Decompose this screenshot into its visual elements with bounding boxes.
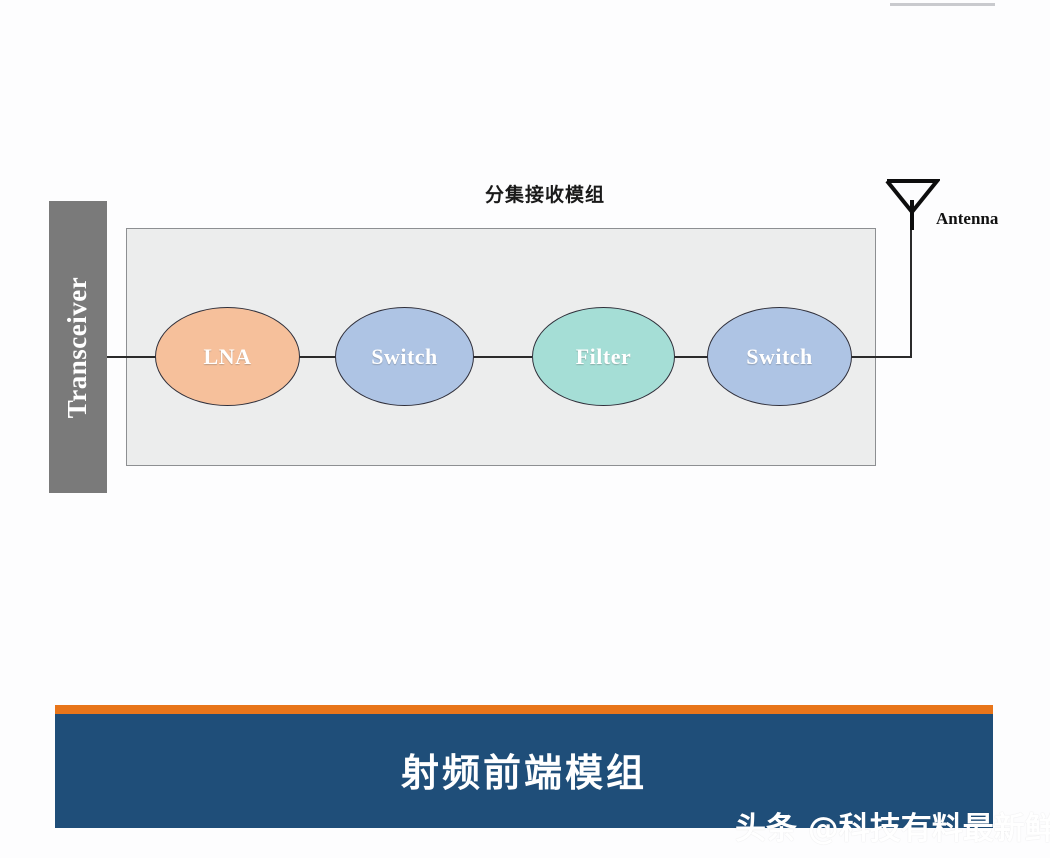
node-switch-2[interactable]: Switch <box>707 307 852 406</box>
node-filter-label: Filter <box>575 343 632 369</box>
module-title: 分集接收模组 <box>484 184 605 206</box>
top-edge-artifact <box>890 3 995 6</box>
transceiver-block: Transceiver <box>49 201 107 493</box>
wire-switch2-to-antenna-horizontal <box>850 356 912 358</box>
antenna-icon <box>884 178 942 230</box>
wire-antenna-riser <box>910 229 912 358</box>
antenna-label: Antenna <box>936 209 999 228</box>
banner-title: 射频前端模组 <box>400 751 647 795</box>
bottom-banner: 射频前端模组 <box>55 705 993 828</box>
node-switch-1[interactable]: Switch <box>335 307 474 406</box>
banner-top-stripe <box>55 705 993 714</box>
wire-switch1-to-filter <box>472 356 532 358</box>
wire-transceiver-to-lna <box>107 356 159 358</box>
node-lna-label: LNA <box>203 343 252 369</box>
transceiver-label: Transceiver <box>62 276 93 418</box>
node-filter[interactable]: Filter <box>532 307 675 406</box>
node-lna[interactable]: LNA <box>155 307 300 406</box>
node-switch-2-label: Switch <box>746 343 813 369</box>
node-switch-1-label: Switch <box>371 343 438 369</box>
wire-lna-to-switch1 <box>297 356 337 358</box>
wire-filter-to-switch2 <box>673 356 708 358</box>
watermark: 头条 @科技有料最新鲜 <box>735 803 1050 848</box>
watermark-prefix: 头条 <box>735 811 808 847</box>
watermark-handle: @科技有料最新鲜 <box>807 811 1050 847</box>
